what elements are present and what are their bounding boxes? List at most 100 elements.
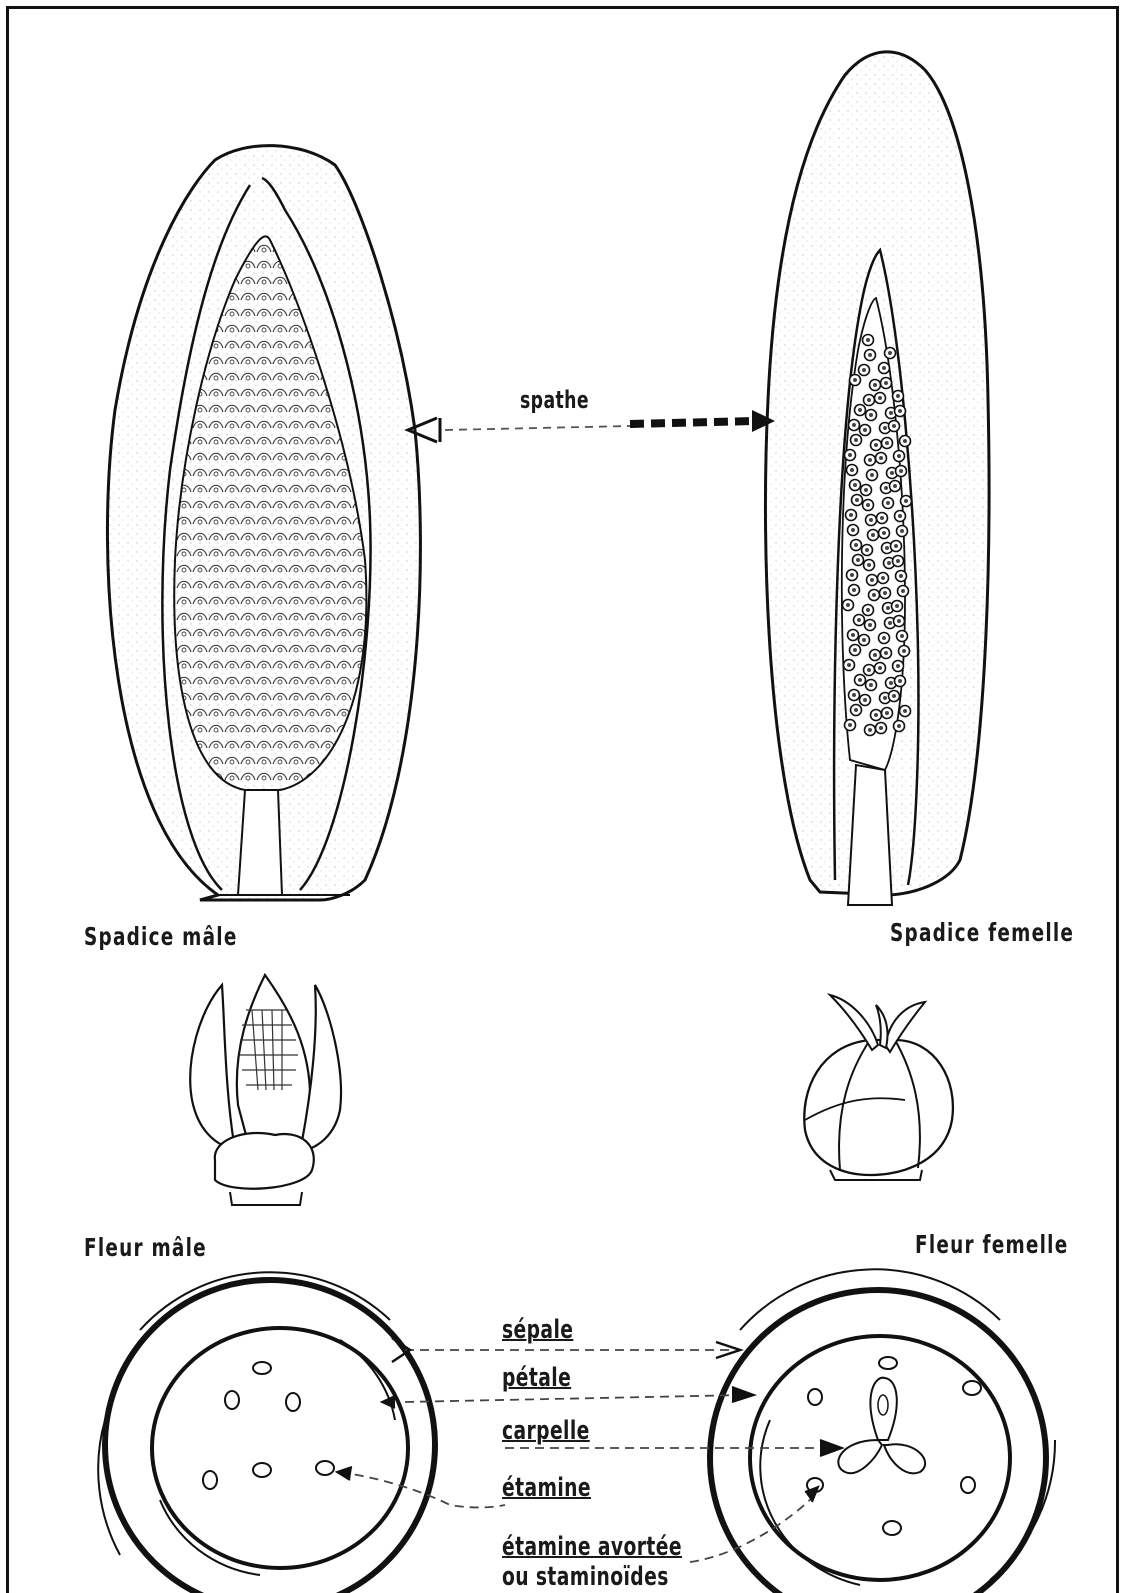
label-carpelle: carpelle [502,1416,590,1446]
female-flower-dot-center [846,603,850,607]
female-flower-dot-center [868,353,872,357]
female-flower-dot-center [882,366,886,370]
label-etamine-avortee: étamine avortée [502,1532,682,1562]
female-flower-dot-center [886,606,890,610]
female-flower-dot-center [864,488,868,492]
female-flower-dot-center [882,531,886,535]
female-flower-dot-center [853,483,857,487]
female-flower-dot-center [852,588,856,592]
female-flower-dot-center [886,501,890,505]
female-flower-dot-center [863,698,867,702]
male-spadix-stalk [238,790,282,895]
female-flower-dot-center [867,668,871,672]
female-flower-dot-center [900,634,904,638]
female-flower-dot-center [867,563,871,567]
female-flower-dot-center [888,351,892,355]
female-flower-dot-center [895,604,899,608]
female-flower-dot-center [868,623,872,627]
female-flower-dot-center [882,636,886,640]
female-flower-dot-center [870,473,874,477]
female-flower-dot-center [883,696,887,700]
label-sepale: sépale [502,1315,573,1345]
female-flower-dot-center [901,589,905,593]
female-flower-dot-center [851,528,855,532]
female-flower-dot-center [898,514,902,518]
caption-fleur-femelle: Fleur femelle [915,1230,1068,1259]
female-flower-dot-center [850,573,854,577]
female-flower-dot-center [898,409,902,413]
female-flower-dot-center [900,529,904,533]
female-flower-dot-center [867,398,871,402]
female-flower-dot-center [868,458,872,462]
female-flower-dot-center [862,638,866,642]
female-flower-dot-center [896,394,900,398]
female-flower-dot-center [879,726,883,730]
female-flower-dot-center [857,618,861,622]
female-flower-dot-center [872,593,876,597]
female-flower-dot-center [899,574,903,578]
female-flower-dot-center [898,679,902,683]
female-flower-dot-center [879,456,883,460]
label-staminoides: ou staminoïdes [502,1562,669,1592]
spathe-leader [408,410,775,442]
female-flower-dot-center [903,439,907,443]
female-flower-dot-center [855,498,859,502]
female-flower-dot-center [881,576,885,580]
female-floral-diagram [710,1269,1055,1593]
female-flower-dot-center [869,413,873,417]
female-flower-dot-center [866,608,870,612]
female-flower-dot-center [896,664,900,668]
female-flower-dot-center [852,423,856,427]
female-flower-dot-center [889,411,893,415]
female-flower-dot-center [866,503,870,507]
female-flower-dot-center [904,499,908,503]
female-flower-dot-center [847,663,851,667]
caption-fleur-male: Fleur mâle [84,1233,207,1262]
female-flower-dot-center [883,426,887,430]
female-flower-dot-center [893,484,897,488]
female-flower-dot-center [885,711,889,715]
female-flower-dot-center [868,728,872,732]
label-etamine: étamine [502,1473,591,1503]
female-flower-dot-center [880,516,884,520]
female-flower-dot-center [858,678,862,682]
female-flower-dot-center [896,559,900,563]
female-flower-dot-center [894,544,898,548]
female-flower-dot-center [878,666,882,670]
female-flower-dot-center [885,546,889,550]
label-petale: pétale [502,1363,571,1393]
female-flower-dot-center [865,548,869,552]
female-flower-dot-center [848,723,852,727]
female-flower-dot-center [883,591,887,595]
female-flower-dot-center [892,424,896,428]
female-flower-dot-center [869,518,873,522]
female-flower-dot-center [903,709,907,713]
female-flower-dot-center [884,381,888,385]
female-spadix-drawing [765,52,989,905]
female-flower-dot-center [871,533,875,537]
male-spadix-drawing [107,146,420,900]
female-flower-dot-center [873,383,877,387]
female-flower-dot-center [854,543,858,547]
female-flower-dot-center [878,396,882,400]
female-flower-dot-center [873,653,877,657]
female-flower-dot-center [874,443,878,447]
caption-spadice-male: Spadice mâle [84,922,238,951]
male-flower-drawing [190,975,341,1205]
female-flower-drawing [804,995,953,1180]
female-flower-dot-center [892,694,896,698]
female-flower-dot-center [849,513,853,517]
female-flower-dot-center [850,468,854,472]
female-flower-dot-center [897,454,901,458]
female-flower-dot-center [852,693,856,697]
female-flower-dot-center [856,558,860,562]
male-stamens [203,1362,334,1489]
female-flower-dot-center [885,441,889,445]
female-flower-dot-center [863,428,867,432]
female-spadix-stalk [848,765,892,905]
male-floral-diagram [98,1272,435,1593]
female-flower-dot-center [851,633,855,637]
female-flower-dot-center [897,724,901,728]
female-flower-dot-center [869,683,873,687]
